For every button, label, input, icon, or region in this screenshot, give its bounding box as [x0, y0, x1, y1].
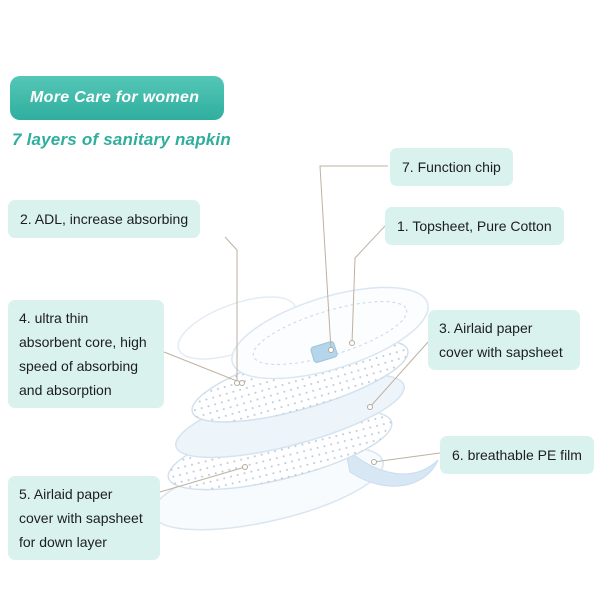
callout-airlaid-cover: 3. Airlaid paper cover with sapsheet [428, 310, 580, 370]
connector-endpoints [234, 340, 377, 470]
connector-lines [159, 165, 441, 493]
callout-topsheet: 1. Topsheet, Pure Cotton [385, 207, 564, 245]
callout-airlaid-down: 5. Airlaid paper cover with sapsheet for… [8, 476, 160, 560]
connector-5 [159, 466, 246, 493]
page-subtitle: 7 layers of sanitary napkin [12, 130, 231, 149]
headline-banner: More Care for women [10, 76, 224, 120]
connector-3 [369, 341, 429, 408]
callout-adl: 2. ADL, increase absorbing [8, 200, 201, 238]
headline-text: More Care for women [30, 89, 200, 106]
callout-pe-film: 6. breathable PE film [440, 436, 594, 474]
connector-6 [373, 452, 441, 463]
callout-absorbent-core: 4. ultra thin absorbent core, high speed… [8, 300, 164, 408]
connector-7 [319, 165, 388, 351]
film-curl [344, 446, 439, 487]
callout-function-chip: 7. Function chip [390, 148, 513, 186]
connector-4 [163, 351, 243, 384]
connector-1 [351, 225, 386, 344]
connector-2 [224, 236, 238, 383]
